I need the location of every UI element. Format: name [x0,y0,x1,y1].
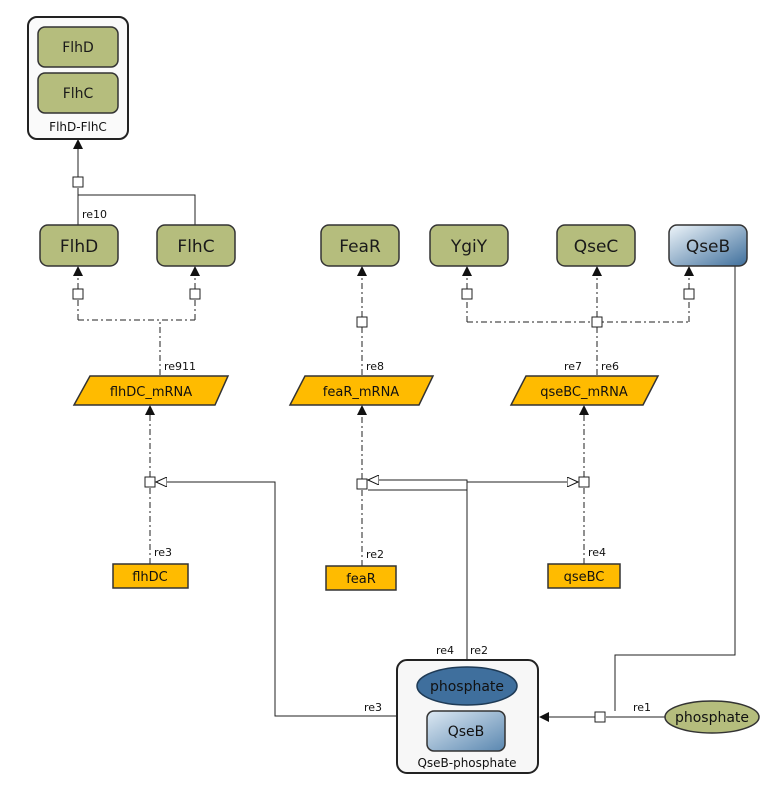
reaction-label-re8: re8 [366,360,384,373]
reaction-label-re5-6: re6 [601,360,619,373]
edges [73,139,736,722]
complex-member-flhc [37,72,119,114]
process-node-re11-flhc [189,288,201,300]
process-node-re9-flhd [72,288,84,300]
reaction-label-re2-4-bottom: re4 [436,644,454,657]
protein-flhc[interactable]: FlhC [156,224,236,267]
process-node-re7 [461,288,473,300]
svg-text:QseC: QseC [574,237,619,257]
edge-re10-flhc [78,194,196,225]
complex-member-flhd [37,26,119,68]
reaction-label-re3-bottom: re3 [364,701,382,714]
protein-ygiy[interactable]: YgiY [429,224,509,267]
process-node-re10 [72,176,84,188]
rna-flhdc-mrna[interactable]: flhDC_mRNA [72,375,230,406]
svg-text:qseBC_mRNA: qseBC_mRNA [540,385,628,400]
process-node-re4 [578,476,590,488]
complex-member-flhd-label: FlhD [62,40,94,56]
svg-text:FeaR: FeaR [339,237,381,257]
reaction-label-re7: re7 [564,360,582,373]
reaction-label-re9-11: re911 [164,360,196,373]
process-node-re3 [144,476,156,488]
complex-member-flhc-label: FlhC [63,86,94,102]
reaction-label-re2-bottom: re2 [470,644,488,657]
process-node-re8 [356,316,368,328]
gene-flhdc[interactable]: flhDC [112,563,189,589]
complex-member-qseb-label: QseB [448,724,485,740]
complex-flhd-flhc[interactable]: FlhD FlhC FlhD-FlhC [27,16,129,140]
process-node-re1 [594,711,606,723]
reaction-label-re3-top: re3 [154,546,172,559]
svg-text:phosphate: phosphate [675,710,749,726]
reaction-labels: re10 re911 re8 re7 re6 re3 re2 re4 re4 r… [82,208,651,714]
rna-qsebc-mrna[interactable]: qseBC_mRNA [509,375,660,406]
complex-flhd-flhc-label: FlhD-FlhC [49,120,107,134]
svg-text:QseB: QseB [686,237,730,257]
complex-member-phosphate-label: phosphate [430,679,504,695]
process-node-re2 [356,478,368,490]
svg-text:flhDC: flhDC [132,570,168,585]
process-node-re6 [591,316,603,328]
svg-text:feaR: feaR [346,572,376,587]
reaction-label-re4-top: re4 [588,546,606,559]
edge-modulation-re2 [368,480,468,660]
complex-qseb-phosphate[interactable]: phosphate QseB QseB-phosphate [396,659,539,774]
gene-qsebc[interactable]: qseBC [547,563,621,589]
simple-molecule-phosphate[interactable]: phosphate [664,700,760,734]
protein-qseb[interactable]: QseB [668,224,748,267]
svg-text:FlhD: FlhD [60,237,98,257]
svg-text:YgiY: YgiY [450,237,488,257]
protein-flhd[interactable]: FlhD [39,224,119,267]
edge-re1-qseb [614,266,736,711]
process-nodes [72,176,695,723]
reaction-label-re2-top: re2 [366,548,384,561]
complex-member-phosphate [416,666,518,706]
svg-text:feaR_mRNA: feaR_mRNA [323,385,399,400]
process-node-re5 [683,288,695,300]
reaction-label-re1: re1 [633,701,651,714]
svg-text:flhDC_mRNA: flhDC_mRNA [110,385,192,400]
edge-modulation-re3 [156,482,397,717]
gene-fear[interactable]: feaR [325,565,397,591]
rna-fear-mrna[interactable]: feaR_mRNA [288,375,435,406]
svg-text:FlhC: FlhC [177,237,214,257]
complex-member-qseb [426,710,506,752]
reaction-label-re10: re10 [82,208,107,221]
svg-text:qseBC: qseBC [564,570,605,585]
protein-qsec[interactable]: QseC [556,224,636,267]
complex-qseb-phosphate-label: QseB-phosphate [417,756,516,770]
protein-fear[interactable]: FeaR [320,224,400,267]
